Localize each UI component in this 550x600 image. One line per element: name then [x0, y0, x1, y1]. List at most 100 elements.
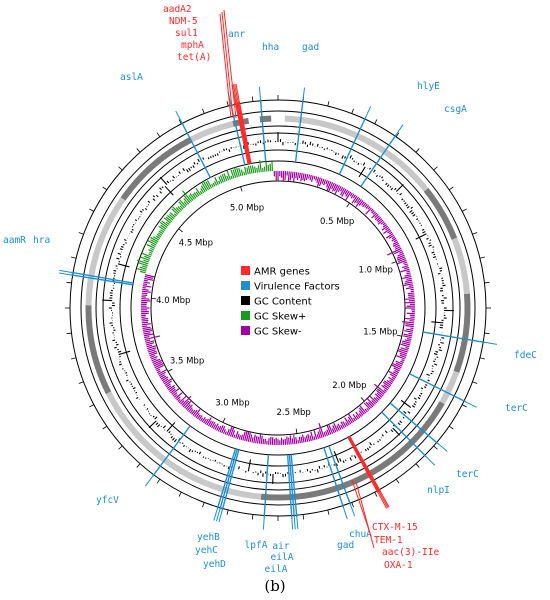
gc-skew-spike: [350, 193, 355, 199]
axis-tick-label: 2.5 Mbp: [276, 408, 310, 418]
gc-skew-spike: [149, 354, 156, 358]
gc-skew-spike: [167, 384, 176, 391]
gc-spike: [212, 155, 215, 158]
gc-skew-spike: [300, 173, 303, 182]
gc-skew-spike: [366, 398, 375, 406]
gc-spike: [353, 160, 355, 163]
gc-skew-spike: [144, 335, 161, 341]
gc-skew-spike: [226, 428, 230, 436]
gc-skew-spike: [141, 321, 149, 324]
gc-skew-spike: [308, 174, 311, 179]
gc-skew-spike: [364, 203, 368, 208]
outer-tick: [374, 491, 378, 497]
gc-skew-spike: [406, 277, 412, 281]
gc-skew-spike: [405, 279, 413, 283]
gc-skew-spike: [404, 317, 415, 320]
outer-tick: [136, 463, 141, 468]
gc-skew-spike: [394, 369, 400, 374]
gc-skew-spike: [170, 388, 176, 394]
contig-arc: [105, 391, 160, 457]
gc-spike: [162, 425, 166, 429]
gc-content-track: [102, 132, 454, 484]
gc-skew-spike: [141, 319, 149, 322]
feature-marker: [70, 271, 134, 284]
gc-skew-spike: [142, 285, 152, 288]
outer-tick: [178, 119, 182, 125]
gc-spike: [431, 365, 434, 367]
ring-5: [130, 160, 426, 456]
gc-skew-spike: [205, 181, 211, 190]
gc-skew-spike: [142, 326, 151, 330]
outer-tick: [374, 119, 378, 125]
gc-spike: [423, 386, 427, 389]
gc-skew-spike: [238, 167, 242, 177]
gc-skew-spike: [202, 181, 209, 191]
gc-skew-spike: [240, 169, 244, 176]
gc-skew-spike: [347, 416, 353, 424]
gc-skew-spike: [181, 395, 192, 406]
gc-spike: [366, 447, 370, 451]
gc-spike: [402, 416, 405, 419]
legend-swatch: [241, 281, 250, 290]
gc-skew-spike: [218, 180, 221, 185]
legend-label: GC Skew-: [254, 327, 302, 338]
gc-skew-spike: [404, 339, 412, 342]
gc-skew-spike: [295, 437, 298, 444]
feature-leader: [262, 517, 265, 530]
gc-skew-spike: [408, 285, 414, 287]
gc-skew-spike: [381, 225, 389, 231]
gc-skew-spike: [289, 435, 292, 445]
gc-skew-spike: [373, 397, 379, 402]
gc-spike: [118, 350, 131, 356]
gc-spike: [368, 167, 371, 170]
gc-skew-spike: [141, 323, 151, 326]
gc-skew-spike: [344, 189, 349, 195]
gc-skew-spike: [160, 229, 165, 233]
gc-spike: [169, 180, 172, 182]
gc-skew-spike: [144, 277, 154, 281]
feature-leader: [291, 517, 294, 530]
gc-skew-spike: [298, 436, 301, 444]
feature-leader: [234, 84, 239, 102]
gc-skew-spike: [402, 340, 411, 344]
gc-skew-spike: [212, 424, 217, 430]
gc-skew-spike: [156, 370, 161, 374]
outer-tick: [89, 404, 95, 408]
gc-skew-spike: [404, 274, 412, 277]
feature-leader: [296, 517, 299, 530]
gc-skew-spike: [407, 292, 415, 295]
gc-spike: [150, 414, 152, 417]
gc-spike: [159, 187, 162, 191]
gc-skew-spike: [139, 266, 147, 270]
gc-skew-spike: [152, 359, 162, 365]
gc-skew-spike: [404, 281, 413, 285]
gc-spike: [182, 444, 185, 447]
gc-spike: [394, 187, 397, 191]
gc-skew-spike: [404, 263, 408, 266]
gc-skew-spike: [302, 173, 305, 181]
gc-skew-spike: [371, 399, 376, 405]
gc-spike: [431, 251, 435, 254]
axis-tick-label: 5.0 Mbp: [230, 204, 264, 214]
gc-skew-spike: [376, 389, 384, 397]
gc-skew-spike: [160, 375, 167, 380]
gc-skew-spike: [325, 430, 328, 437]
gc-skew-spike: [382, 224, 387, 228]
outer-tick: [484, 281, 490, 284]
gc-spike: [207, 157, 210, 160]
gc-skew-spike: [223, 173, 228, 182]
outer-tick: [226, 101, 229, 107]
gc-skew-spike: [148, 349, 156, 353]
gc-skew-spike: [173, 394, 178, 398]
gc-skew-spike: [295, 172, 298, 179]
gc-skew-spike: [401, 359, 405, 362]
gc-spike: [427, 379, 430, 382]
gc-skew-spike: [323, 179, 327, 186]
gc-skew-spike: [370, 208, 374, 212]
contig-arc: [259, 115, 272, 123]
axis-tick: [360, 397, 365, 402]
gc-spike: [373, 443, 375, 446]
gc-skew-spike: [158, 225, 166, 232]
feature-marker: [328, 445, 352, 506]
feature-leader: [258, 86, 261, 99]
